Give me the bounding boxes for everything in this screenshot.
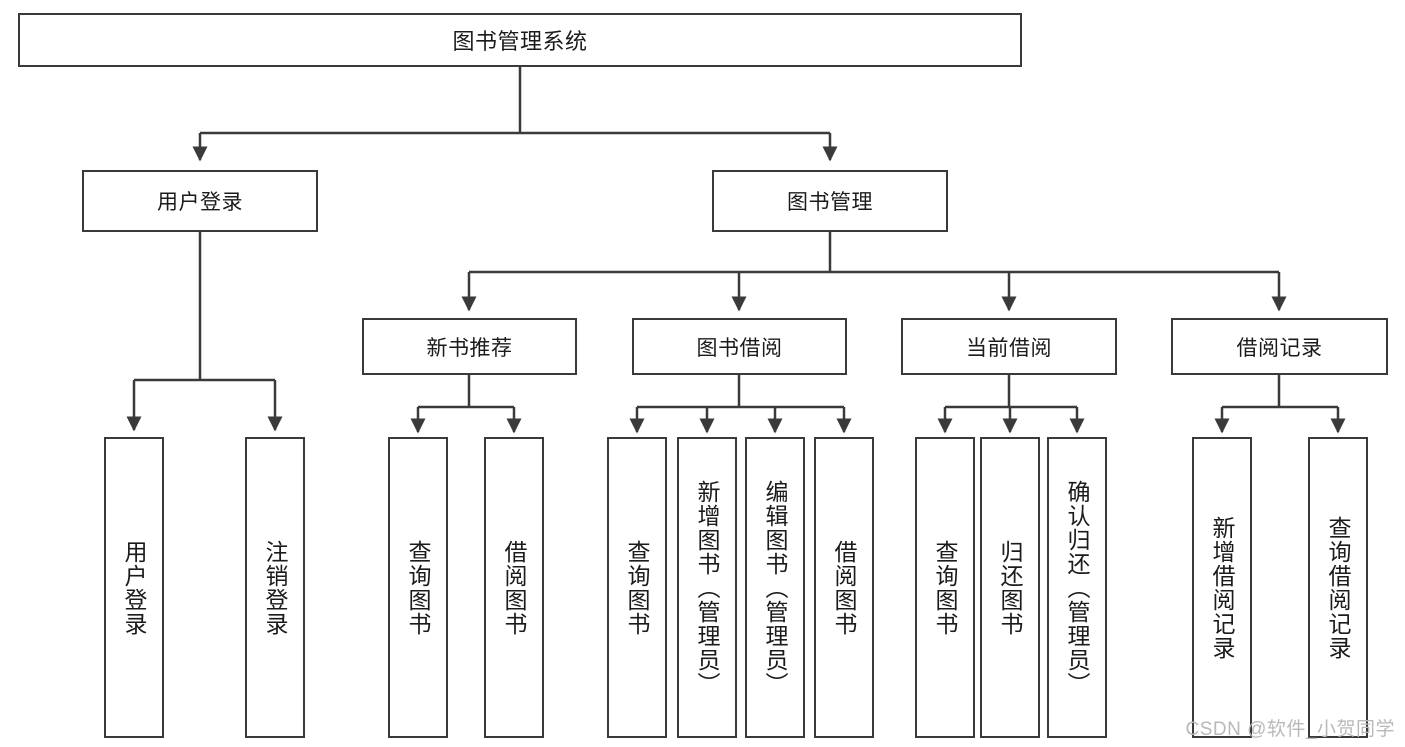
node-label: 新增借阅记录	[1209, 515, 1236, 660]
node-label: 用户登录	[121, 539, 148, 636]
node-book-borrow[interactable]: 图书借阅	[632, 318, 847, 375]
node-label: 图书借阅	[696, 336, 783, 360]
leaf-current-borrow-query-book[interactable]: 查询图书	[915, 437, 975, 738]
leaf-book-borrow-borrow-book[interactable]: 借阅图书	[814, 437, 874, 738]
leaf-book-borrow-add-book-admin[interactable]: 新增图书（管理员）	[677, 437, 737, 738]
leaf-user-login-logout[interactable]: 注销登录	[245, 437, 305, 738]
node-book-management[interactable]: 图书管理	[712, 170, 948, 232]
node-label: 查询借阅记录	[1325, 515, 1352, 660]
node-label: 借阅图书	[501, 539, 528, 636]
leaf-current-borrow-confirm-return-admin[interactable]: 确认归还（管理员）	[1047, 437, 1107, 738]
node-current-borrow[interactable]: 当前借阅	[901, 318, 1117, 375]
node-label: 当前借阅	[966, 336, 1052, 360]
node-label: 借阅记录	[1236, 336, 1323, 360]
node-user-login[interactable]: 用户登录	[82, 170, 318, 232]
leaf-borrow-record-query-record[interactable]: 查询借阅记录	[1308, 437, 1368, 738]
node-label: 编辑图书（管理员）	[762, 479, 789, 696]
node-label: 借阅图书	[831, 539, 858, 636]
node-label: 用户登录	[157, 191, 243, 214]
leaf-new-book-query-book[interactable]: 查询图书	[388, 437, 448, 738]
node-label: 查询图书	[405, 539, 432, 636]
node-label: 新增图书（管理员）	[694, 479, 721, 696]
leaf-current-borrow-return-book[interactable]: 归还图书	[980, 437, 1040, 738]
leaf-user-login-login[interactable]: 用户登录	[104, 437, 164, 738]
leaf-borrow-record-add-record[interactable]: 新增借阅记录	[1192, 437, 1252, 738]
node-new-book-recommend[interactable]: 新书推荐	[362, 318, 577, 375]
node-borrow-record[interactable]: 借阅记录	[1171, 318, 1388, 375]
csdn-watermark: CSDN @软件_小贺同学	[1185, 719, 1395, 740]
node-root-book-management-system[interactable]: 图书管理系统	[18, 13, 1022, 67]
node-label: 图书管理	[787, 191, 873, 214]
node-label: 归还图书	[997, 539, 1024, 636]
node-label: 图书管理系统	[452, 29, 588, 54]
node-label: 确认归还（管理员）	[1064, 479, 1091, 696]
node-label: 注销登录	[262, 539, 289, 636]
leaf-book-borrow-query-book[interactable]: 查询图书	[607, 437, 667, 738]
node-label: 查询图书	[624, 539, 651, 636]
node-label: 新书推荐	[426, 336, 513, 360]
leaf-book-borrow-edit-book-admin[interactable]: 编辑图书（管理员）	[745, 437, 805, 738]
node-label: 查询图书	[932, 539, 959, 636]
leaf-new-book-borrow-book[interactable]: 借阅图书	[484, 437, 544, 738]
